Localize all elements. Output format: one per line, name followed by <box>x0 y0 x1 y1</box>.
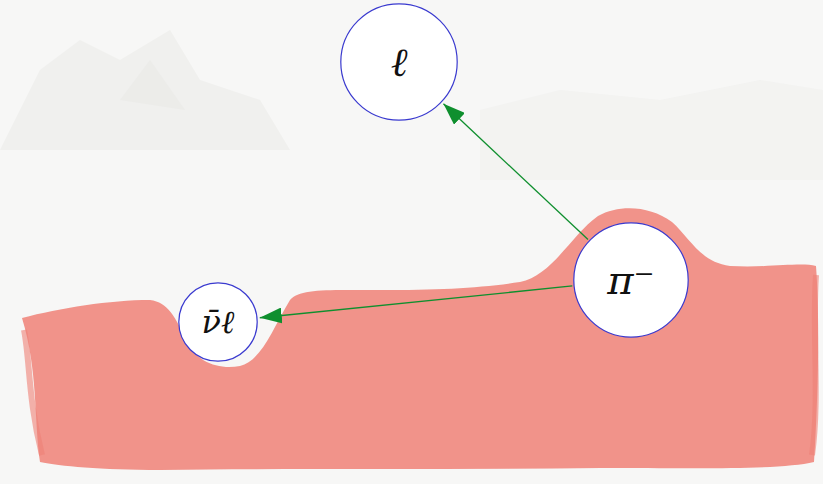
lepton-circle: ℓ <box>340 3 458 121</box>
circle-shape <box>179 283 257 361</box>
decay-arrow <box>260 286 573 318</box>
red-ground <box>22 208 818 470</box>
circle-shape <box>574 223 688 337</box>
circle-shape <box>341 4 457 120</box>
red-ground-ragged-edge <box>24 275 816 455</box>
particle-label: ν̄ℓ <box>202 306 235 338</box>
faint-ruins <box>0 30 290 150</box>
particle-label: ℓ <box>391 42 408 82</box>
decay-arrow <box>443 104 588 240</box>
pion-circle: π⁻ <box>573 222 689 338</box>
particle-label: π⁻ <box>607 260 654 300</box>
faint-hills <box>480 80 823 180</box>
faint-ruins <box>120 60 185 110</box>
antineutrino-circle: ν̄ℓ <box>178 282 258 362</box>
